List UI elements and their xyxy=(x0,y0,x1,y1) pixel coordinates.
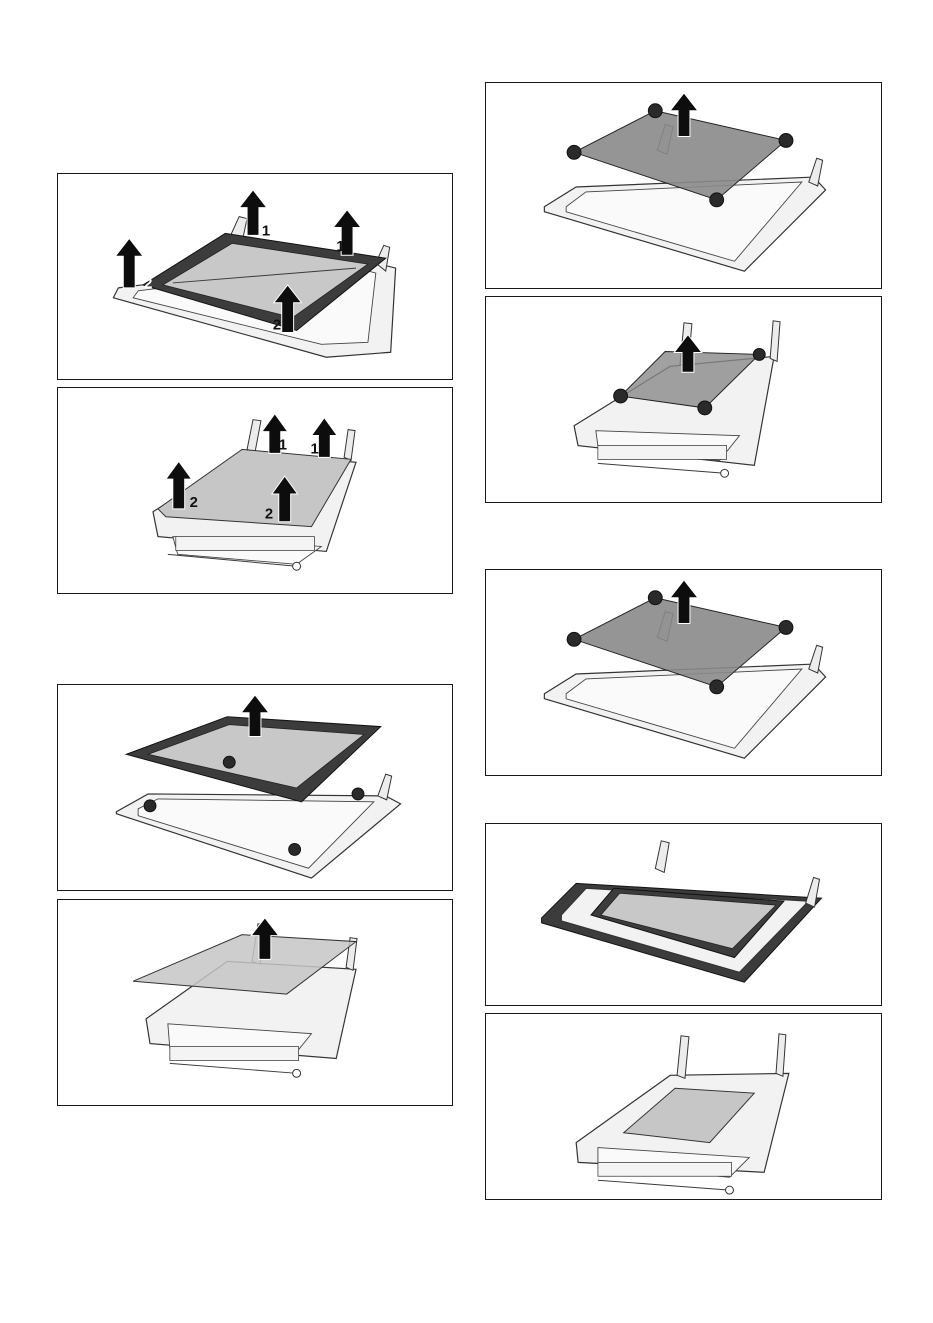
lift-arrow-icon xyxy=(115,238,143,288)
clip-icon xyxy=(648,591,662,605)
figure-7-lift-pane-pads xyxy=(485,569,882,776)
figure-5-lift-pane-pads xyxy=(485,82,882,289)
figure-8-illustration xyxy=(486,824,881,1005)
hinge-right-icon xyxy=(344,430,355,461)
step-label: 2 xyxy=(273,317,281,333)
clip-icon xyxy=(289,843,301,855)
step-label: 2 xyxy=(265,507,273,523)
hinge-right-icon xyxy=(809,645,823,673)
figure-1-remove-inner-frame: 1 1 2 2 xyxy=(57,173,453,380)
clip-icon xyxy=(352,788,364,800)
clip-icon xyxy=(614,389,628,403)
clip-icon xyxy=(567,145,581,159)
figure-2-illustration: 1 1 2 2 xyxy=(58,388,452,593)
clip-icon xyxy=(698,401,712,415)
hinge-left-icon xyxy=(677,1036,689,1079)
hinge-left-icon xyxy=(247,420,261,453)
step-label: 2 xyxy=(144,276,152,292)
step-label: 1 xyxy=(262,223,270,239)
figure-2-remove-pane: 1 1 2 2 xyxy=(57,387,453,594)
figure-3-lift-frame xyxy=(57,684,453,891)
figure-6-illustration xyxy=(486,297,881,502)
clip-icon xyxy=(779,621,793,635)
figure-9-illustration xyxy=(486,1014,881,1199)
figure-9-pane-installed xyxy=(485,1013,882,1200)
hinge-right-icon xyxy=(770,321,780,362)
figure-8-frame-installed xyxy=(485,823,882,1006)
figure-1-illustration: 1 1 2 2 xyxy=(58,174,452,379)
clip-icon xyxy=(648,104,662,118)
figure-5-illustration xyxy=(486,83,881,288)
figure-4-illustration xyxy=(58,900,452,1105)
figure-7-illustration xyxy=(486,570,881,775)
figure-6-lift-pane-pads xyxy=(485,296,882,503)
hinge-left-icon xyxy=(655,841,669,873)
clip-icon xyxy=(144,800,156,812)
hinge-right-icon xyxy=(776,1034,786,1077)
step-label: 1 xyxy=(310,441,318,457)
step-label: 1 xyxy=(279,437,287,453)
hinge-right-icon xyxy=(378,774,392,800)
clip-icon xyxy=(779,134,793,148)
clip-icon xyxy=(710,193,724,207)
step-label: 2 xyxy=(190,495,198,511)
figure-4-lift-pane xyxy=(57,899,453,1106)
step-label: 1 xyxy=(336,239,344,255)
clip-icon xyxy=(567,632,581,646)
clip-icon xyxy=(710,680,724,694)
hinge-right-icon xyxy=(809,158,823,186)
clip-icon xyxy=(753,348,765,360)
figure-3-illustration xyxy=(58,685,452,890)
